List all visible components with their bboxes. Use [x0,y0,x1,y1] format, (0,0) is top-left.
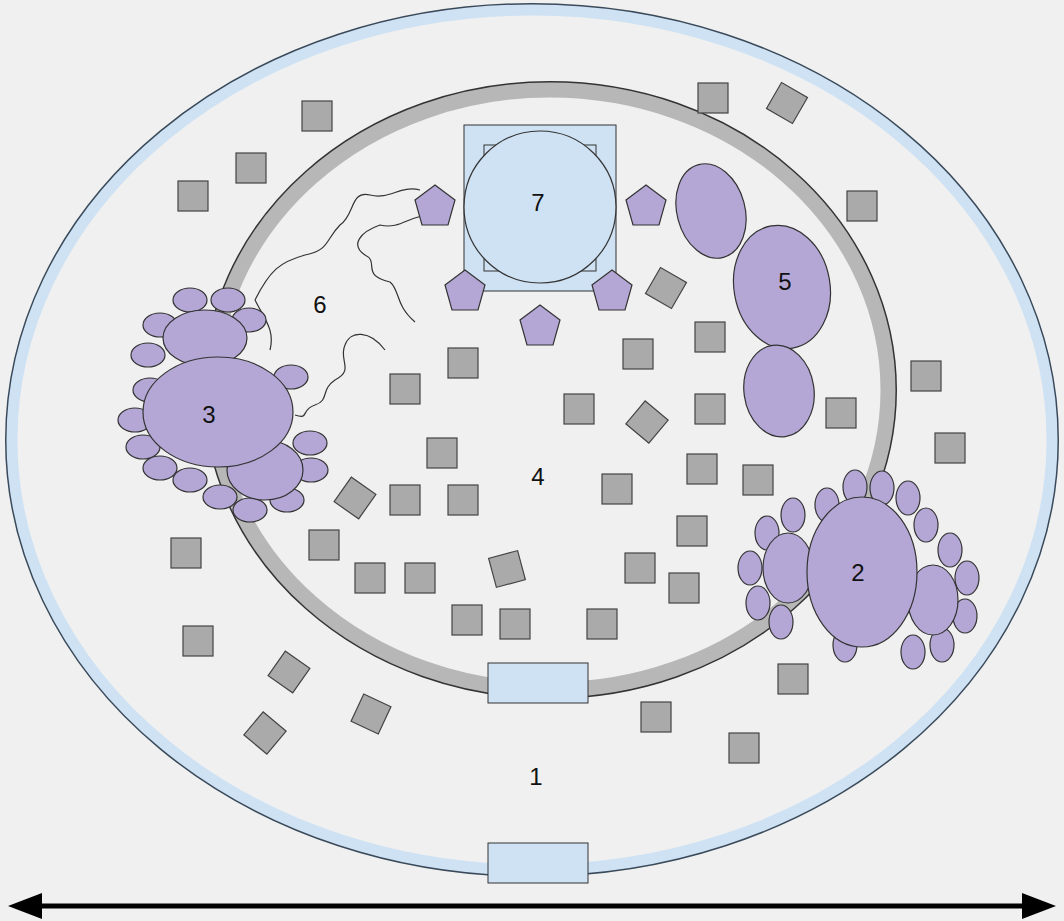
arrow-shaft [30,904,1034,909]
chromatin-strand [255,189,420,300]
ribosome-cluster-right [738,470,979,669]
molecule-square [171,538,201,568]
molecule-diamond [626,401,668,443]
molecule-diamond [244,712,286,754]
pentagon-protein [445,270,485,310]
molecule-square [448,485,478,515]
vesicle [724,218,840,357]
molecule-square [587,609,617,639]
ribosome-subunit [938,533,962,567]
chromatin-strand [358,215,430,322]
chromatin-strand [295,334,385,416]
ribosome-subunit [914,508,938,542]
cell-membrane-outline [12,10,1052,870]
molecule-square [500,609,530,639]
molecule-square [236,153,266,183]
ribosome-subunit [955,561,979,595]
ribosome-subunit [769,605,793,639]
vesicle [738,341,820,442]
pentagon-protein [626,185,666,225]
molecule-square [669,573,699,603]
molecule-square [390,374,420,404]
molecule-square [695,394,725,424]
pentagon-protein [520,305,560,345]
molecule-square [847,191,877,221]
ribosome-cluster-left [118,288,328,522]
molecule-square [935,433,965,463]
vesicle-chain [666,156,840,442]
width-arrow [8,893,1056,919]
molecule-square [355,563,385,593]
nuclear-envelope [212,90,888,690]
ribosome-subunit [896,481,920,515]
ribosome-subunit [233,498,267,522]
molecule-square [698,83,728,113]
molecule-square [448,348,478,378]
molecule-square [602,474,632,504]
molecule-square [564,394,594,424]
ribosome-subunit [203,485,237,509]
molecule-square [826,398,856,428]
pore-channel [464,131,616,283]
molecule-square [309,530,339,560]
arrow-head [1022,893,1056,919]
callout-number: 2 [851,561,864,585]
ribosome-subunit [738,551,762,585]
nuclear-envelope-outline [212,90,888,690]
pentagon-protein [592,270,632,310]
molecule-square [687,454,717,484]
molecule-square [427,438,457,468]
molecule-square [729,733,759,763]
molecule-square [625,553,655,583]
molecule-square [452,605,482,635]
molecule-square [677,516,707,546]
ribosome-subunit [781,498,805,532]
ribosome-subunit [131,343,165,367]
callout-number: 7 [531,191,544,215]
molecule-diamond [268,651,310,693]
molecule-square [183,626,213,656]
callout-number: 4 [531,465,544,489]
molecule-square [743,465,773,495]
ribosome-subunit [173,288,207,312]
molecule-square [405,563,435,593]
molecule-square [390,485,420,515]
membrane-channel [488,843,588,883]
ribosome-body [807,497,917,647]
molecule-square [695,322,725,352]
callout-number: 5 [778,270,791,294]
molecule-square [178,181,208,211]
ribosome-subunit [211,288,245,312]
molecule-diamond [767,83,808,124]
ribosome-subunit [901,635,925,669]
pentagon-protein [415,185,455,225]
molecules [171,83,965,763]
pore-proteins [415,185,666,345]
nuclear-pore [488,663,588,703]
molecule-diamond [646,268,687,309]
molecule-square [778,664,808,694]
ribosome-subunit [143,456,177,480]
molecule-square [302,101,332,131]
molecule-square [641,702,671,732]
nuclear-pore-complex [464,125,616,291]
molecule-diamond [489,551,526,588]
ribosome-subunit [293,431,327,455]
arrow-head [8,893,42,919]
molecule-square [911,361,941,391]
cell-membrane [12,10,1052,870]
ribosome-subunit [746,586,770,620]
callout-number: 6 [313,293,326,317]
molecule-square [623,339,653,369]
ribosome-body [143,357,293,467]
callout-number: 1 [529,765,542,789]
molecule-diamond [334,477,376,519]
callout-number: 3 [202,403,215,427]
ribosome-subunit [173,468,207,492]
ribosome-body [763,533,813,603]
molecule-diamond [351,694,391,734]
